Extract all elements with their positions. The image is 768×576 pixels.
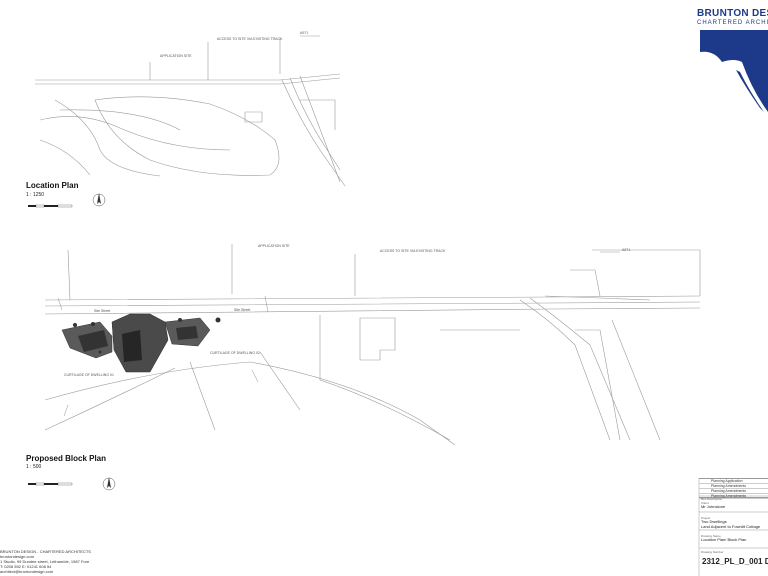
location-a971-label: A971: [300, 31, 308, 35]
footer-line: bruntondesign.com: [0, 554, 35, 559]
footer-line: T: 0208 552 E: 01241 608 54: [0, 564, 52, 569]
drawing-name: Location Plan/ Block Plan: [701, 537, 747, 542]
project-field: Project Two Dwellings Land Adjacent to F…: [701, 516, 761, 529]
project-line-1: Two Dwellings: [701, 519, 727, 524]
block-access-label: ACCESS TO SITE VIA EXISTING TRACK: [380, 249, 446, 253]
revision-row: Planning Amendments: [699, 484, 768, 489]
brand-header: BRUNTON DESIGN CHARTERED ARCHITECTS: [697, 8, 768, 26]
revision-header: Rev Description: [701, 497, 723, 501]
block-plan-drawing: [44, 244, 701, 446]
location-access-label: ACCESS TO SITE VIA EXISTING TRACK: [217, 37, 283, 41]
title-block: Planning Application Planning Amendments…: [699, 478, 768, 576]
curtilage-01-label: CURTILAGE OF DWELLING 01: [64, 373, 114, 377]
practice-name: BRUNTON DESIGN: [697, 8, 768, 19]
revision-table: Planning Application Planning Amendments…: [699, 478, 768, 499]
location-plan-scale: 1 : 1250: [26, 192, 45, 198]
location-application-site-label: APPLICATION SITE: [160, 54, 192, 58]
block-application-site-label: APPLICATION SITE: [258, 244, 290, 248]
project-line-2: Land Adjacent to Fowrdit Cottage: [701, 523, 761, 529]
block-north-arrow-icon: [102, 477, 116, 491]
title-block-frame: [698, 478, 768, 576]
site-street-label-left: Site Street: [94, 309, 110, 313]
revision-row: Planning Application: [699, 479, 768, 484]
client-field: Client Mr Johnstone: [701, 501, 726, 509]
block-a971-label: A971: [622, 248, 630, 252]
drawing-name-field: Drawing Name Location Plan/ Block Plan: [701, 534, 747, 542]
drawing-number: 2312_PL_D_001 D: [702, 557, 768, 566]
block-scale-bar: [28, 482, 73, 486]
practice-subtitle: CHARTERED ARCHITECTS: [697, 20, 768, 26]
drawing-number-field: Drawing Number: [701, 550, 724, 554]
footer-line: BRUNTON DESIGN - CHARTERED ARCHITECTS: [0, 549, 91, 554]
curtilage-02-label: CURTILAGE OF DWELLING 02: [210, 351, 260, 355]
location-north-arrow-icon: [92, 193, 106, 207]
block-plan-title: Proposed Block Plan: [26, 454, 107, 463]
footer-line: architect@bruntondesign.com: [0, 569, 54, 574]
block-plan-survey-points: [57, 295, 269, 417]
site-street-label-right: Site Street: [234, 308, 250, 312]
location-plan-title: Location Plan: [26, 181, 79, 190]
revision-row: Planning Amendments: [699, 489, 768, 494]
brunton-logo-icon: [700, 30, 768, 112]
footer-line: 1 Studio, 99 Dundee street, Letham/de, 1…: [0, 559, 90, 564]
location-scale-bar: [28, 204, 73, 208]
revision-row: Planning Amendments: [699, 494, 768, 499]
practice-footer: BRUNTON DESIGN - CHARTERED ARCHITECTS br…: [0, 549, 91, 574]
client-name: Mr Johnstone: [701, 504, 726, 509]
block-plan-scale: 1 : 500: [26, 464, 42, 470]
dwelling-buildings: [61, 313, 221, 373]
location-plan-drawing: [35, 35, 346, 187]
